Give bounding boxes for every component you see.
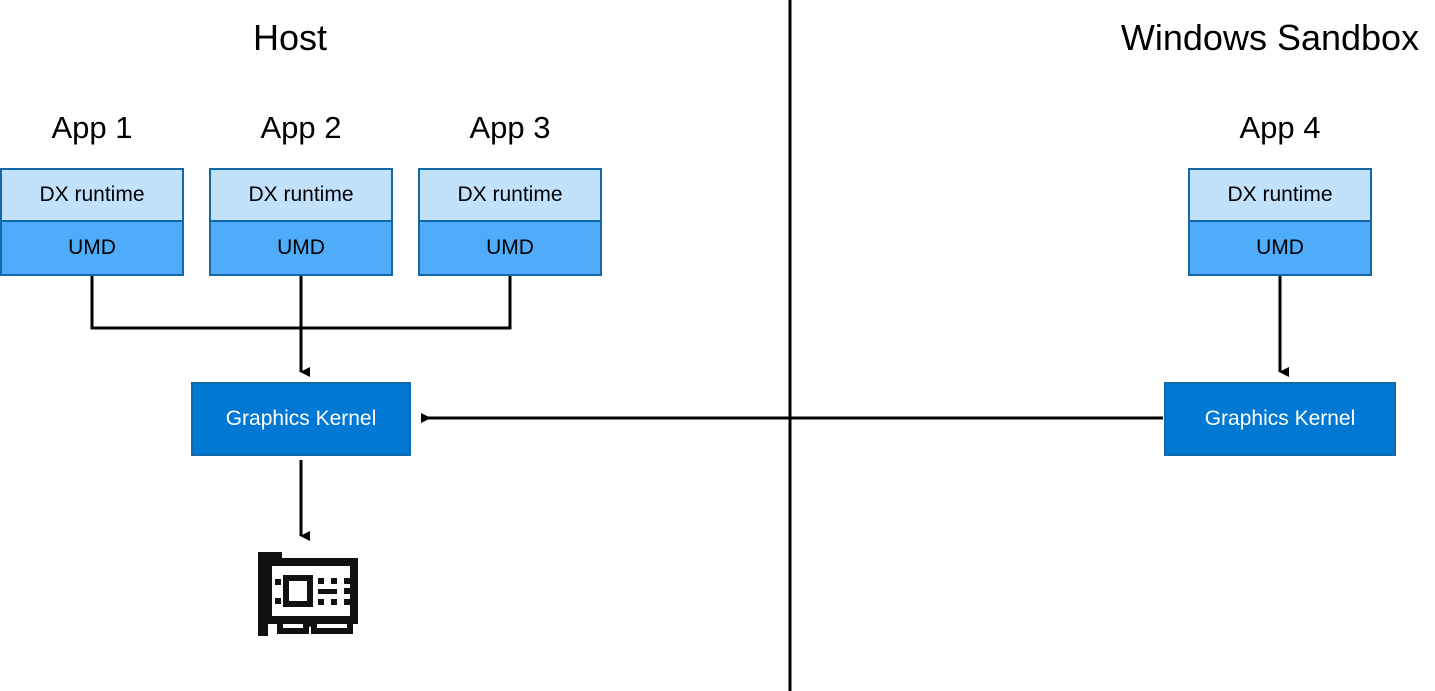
graphics-kernel-sandbox: Graphics Kernel [1164,382,1396,456]
app-caption-app-3: App 3 [469,110,551,145]
layer-umd-app-1: UMD [2,222,182,274]
connector-app1-to-bus [90,276,301,330]
section-title-host: Host [252,17,328,58]
app-caption-app-2: App 2 [260,110,342,145]
layer-umd-app-3: UMD [420,222,600,274]
layer-umd-app-4: UMD [1190,222,1370,274]
layer-dx-runtime-app-3: DX runtime [420,170,600,222]
layer-dx-runtime-app-4: DX runtime [1190,170,1370,222]
app-stack-app-4: DX runtime UMD [1188,168,1372,276]
app-stack-app-2: DX runtime UMD [209,168,393,276]
layer-dx-runtime-app-1: DX runtime [2,170,182,222]
connector-app3-to-bus [301,276,512,330]
app-caption-app-1: App 1 [51,110,133,145]
layer-dx-runtime-app-2: DX runtime [211,170,391,222]
app-stack-app-3: DX runtime UMD [418,168,602,276]
app-stack-app-1: DX runtime UMD [0,168,184,276]
graphics-card-icon [258,552,358,636]
section-title-sandbox: Windows Sandbox [1120,17,1420,58]
layer-umd-app-2: UMD [211,222,391,274]
graphics-kernel-host: Graphics Kernel [191,382,411,456]
app-caption-app-4: App 4 [1239,110,1321,145]
